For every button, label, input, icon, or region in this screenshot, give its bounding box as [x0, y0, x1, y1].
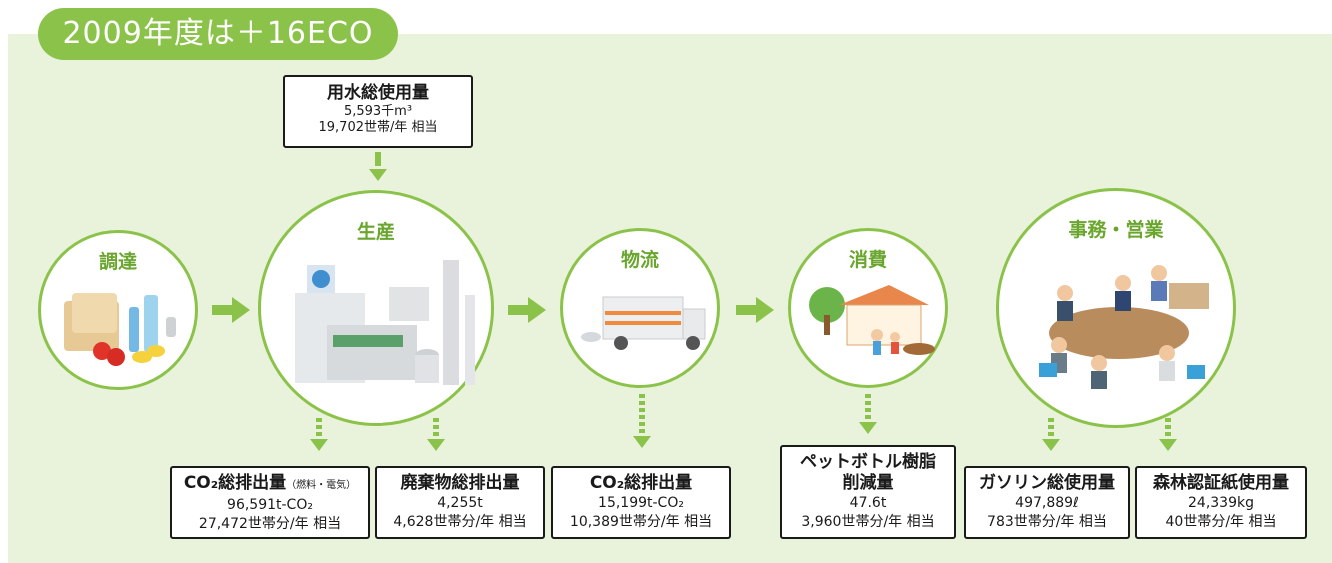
arrow-right-icon [508, 297, 546, 323]
logistics-circle: 物流 [560, 228, 720, 388]
title-banner: 2009年度は＋16ECO [38, 8, 398, 60]
co2-logistics-title: CO₂総排出量 [589, 473, 693, 493]
paper-equiv: 40世帯分/年 相当 [1165, 514, 1277, 530]
gasoline-value: 497,889ℓ [1015, 495, 1079, 511]
dashed-down-arrow [1159, 418, 1177, 451]
paper-value: 24,339kg [1188, 495, 1254, 511]
pet-value: 47.6t [849, 495, 887, 511]
waste-value: 4,255t [437, 495, 483, 511]
dashed-down-arrow [859, 394, 877, 434]
consumption-label: 消費 [848, 249, 887, 271]
gasoline-equiv: 783世帯分/年 相当 [987, 514, 1107, 530]
production-circle: 生産 [258, 190, 494, 426]
co2-logistics-value: 15,199t-CO₂ [598, 495, 684, 511]
waste-equiv: 4,628世帯分/年 相当 [393, 514, 527, 530]
co2-production-equiv: 27,472世帯分/年 相当 [198, 516, 342, 532]
office-circle: 事務・営業 [996, 188, 1236, 428]
co2-production-title: CO₂総排出量（燃料・電気） [183, 473, 357, 493]
dashed-down-arrow [310, 418, 328, 451]
pet-box: ペットボトル樹脂 削減量 47.6t 3,960世帯分/年 相当 [780, 445, 956, 539]
co2-logistics-equiv: 10,389世帯分/年 相当 [569, 514, 713, 530]
co2-production-box: CO₂総排出量（燃料・電気） 96,591t-CO₂ 27,472世帯分/年 相… [170, 466, 370, 539]
pet-title-1: ペットボトル樹脂 [800, 452, 936, 472]
logistics-label: 物流 [620, 249, 659, 271]
production-label: 生産 [356, 221, 395, 243]
water-down-arrow [369, 152, 387, 181]
house-family-illustration [809, 285, 935, 355]
arrow-right-icon [212, 297, 250, 323]
gasoline-title: ガソリン総使用量 [979, 473, 1115, 493]
water-value: 5,593千m³ [343, 104, 413, 119]
pet-equiv: 3,960世帯分/年 相当 [801, 514, 935, 530]
co2-production-value: 96,591t-CO₂ [227, 497, 313, 513]
waste-box: 廃棄物総排出量 4,255t 4,628世帯分/年 相当 [375, 466, 545, 539]
pet-title-2: 削減量 [842, 473, 894, 493]
consumption-circle: 消費 [788, 228, 948, 388]
ingredients-illustration [64, 293, 176, 366]
office-label: 事務・営業 [1068, 219, 1164, 241]
gasoline-box: ガソリン総使用量 497,889ℓ 783世帯分/年 相当 [964, 466, 1130, 539]
co2-logistics-box: CO₂総排出量 15,199t-CO₂ 10,389世帯分/年 相当 [551, 466, 731, 539]
water-usage-box: 用水総使用量 5,593千m³ 19,702世帯/年 相当 [283, 75, 473, 148]
dashed-down-arrow [1042, 418, 1060, 451]
procurement-circle: 調達 [38, 230, 198, 390]
dashed-down-arrow [633, 394, 651, 448]
paper-box: 森林認証紙使用量 24,339kg 40世帯分/年 相当 [1135, 466, 1307, 539]
truck-illustration [581, 296, 706, 350]
water-title: 用水総使用量 [327, 83, 429, 103]
water-equiv: 19,702世帯/年 相当 [318, 120, 438, 135]
factory-illustration [295, 260, 475, 385]
waste-title: 廃棄物総排出量 [400, 473, 520, 493]
procurement-label: 調達 [98, 251, 137, 273]
paper-title: 森林認証紙使用量 [1153, 473, 1289, 493]
arrow-right-icon [736, 297, 774, 323]
office-meeting-illustration [1039, 265, 1209, 389]
dashed-down-arrow [427, 418, 445, 451]
